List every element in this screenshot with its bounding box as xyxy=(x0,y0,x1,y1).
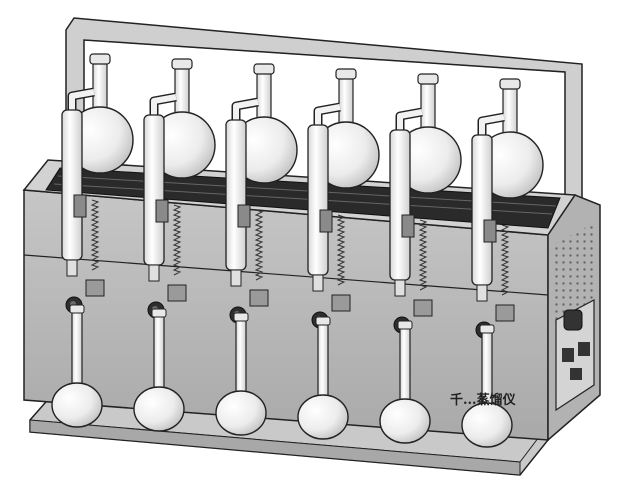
adapter-block xyxy=(167,284,187,302)
heater-coil xyxy=(336,214,346,286)
condenser-tip xyxy=(394,279,406,297)
receiver-joint xyxy=(397,320,413,330)
receiver-joint xyxy=(479,324,495,334)
receiving-flask xyxy=(133,386,185,432)
heater-coil xyxy=(418,219,428,291)
condenser-tip xyxy=(230,269,242,287)
flask-joint xyxy=(253,63,275,75)
flask-neck xyxy=(338,74,354,128)
receiving-flask xyxy=(379,398,431,444)
receiving-flask xyxy=(51,382,103,428)
receiver-stem xyxy=(399,325,411,407)
unit-2 xyxy=(133,58,216,432)
heater-coil xyxy=(172,204,182,276)
condenser xyxy=(61,109,83,261)
unit-1 xyxy=(51,53,134,428)
heater-coil xyxy=(254,209,264,281)
brand-label: 千...蒸馏仪 xyxy=(450,392,517,408)
clamp-bracket xyxy=(319,209,333,233)
receiving-flask xyxy=(215,390,267,436)
condenser-tip xyxy=(66,259,78,277)
socket-2 xyxy=(578,342,590,356)
flask-neck xyxy=(502,84,518,138)
adapter-block xyxy=(495,304,515,322)
unit-5 xyxy=(379,73,462,444)
side-arm xyxy=(233,99,259,120)
power-switch[interactable] xyxy=(563,309,583,331)
condenser-tip xyxy=(312,274,324,292)
flask-neck xyxy=(92,59,108,113)
receiver-joint xyxy=(151,308,167,318)
unit-3 xyxy=(215,63,298,436)
side-control-panel xyxy=(555,299,595,412)
adapter-block xyxy=(249,289,269,307)
clamp-bracket xyxy=(237,204,251,228)
receiver-stem xyxy=(235,317,247,399)
flask-joint xyxy=(89,53,111,65)
flask-joint xyxy=(335,68,357,80)
side-arm xyxy=(151,94,177,115)
condenser xyxy=(389,129,411,281)
clamp-bracket xyxy=(155,199,169,223)
receiver-joint xyxy=(233,312,249,322)
flask-neck xyxy=(174,64,190,118)
clamp-bracket xyxy=(483,219,497,243)
flask-joint xyxy=(417,73,439,85)
receiving-flask xyxy=(461,402,513,448)
heater-coil xyxy=(500,224,510,296)
side-arm xyxy=(69,89,95,110)
receiver-stem xyxy=(317,321,329,403)
adapter-block xyxy=(331,294,351,312)
receiver-stem xyxy=(153,313,165,395)
condenser xyxy=(307,124,329,276)
socket-1 xyxy=(562,348,574,362)
condenser xyxy=(471,134,493,286)
side-arm xyxy=(315,104,341,125)
clamp-bracket xyxy=(73,194,87,218)
unit-4 xyxy=(297,68,380,440)
unit-6 xyxy=(461,78,544,448)
side-arm xyxy=(397,109,423,130)
receiving-flask xyxy=(297,394,349,440)
flask-joint xyxy=(171,58,193,70)
socket-3 xyxy=(570,368,582,380)
flask-joint xyxy=(499,78,521,90)
adapter-block xyxy=(85,279,105,297)
side-arm xyxy=(479,114,505,135)
heater-coil xyxy=(90,199,100,271)
receiver-joint xyxy=(69,304,85,314)
condenser-tip xyxy=(148,264,160,282)
receiver-joint xyxy=(315,316,331,326)
flask-neck xyxy=(420,79,436,133)
distillation-units xyxy=(51,53,544,448)
flask-neck xyxy=(256,69,272,123)
receiver-stem xyxy=(71,309,83,391)
adapter-block xyxy=(413,299,433,317)
clamp-bracket xyxy=(401,214,415,238)
heater-grid xyxy=(45,167,561,229)
condenser xyxy=(143,114,165,266)
condenser-tip xyxy=(476,284,488,302)
condenser xyxy=(225,119,247,271)
